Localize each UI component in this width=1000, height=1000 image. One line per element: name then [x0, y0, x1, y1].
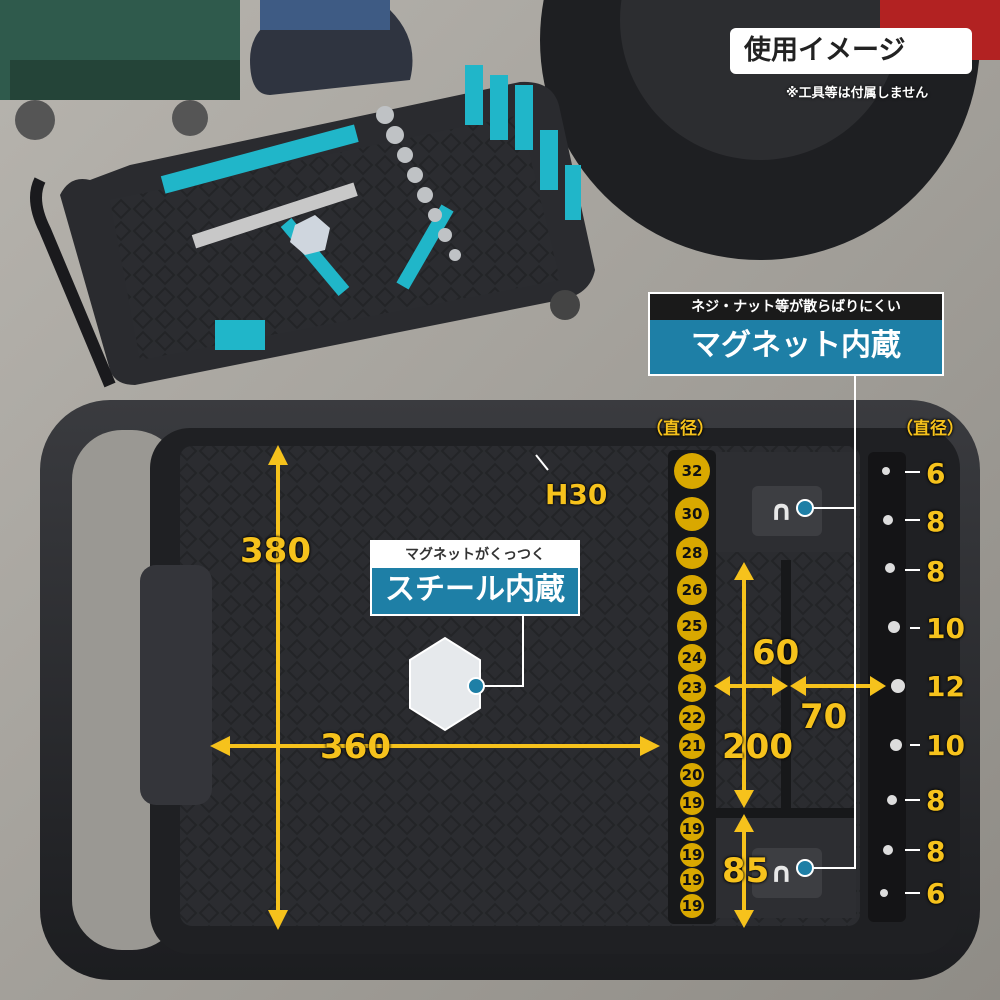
bit-hole-label: 10: [926, 612, 965, 645]
socket-hole-label: 19: [681, 846, 703, 864]
bit-hole-label: 8: [926, 555, 946, 588]
socket-hole-label: 22: [681, 709, 703, 727]
magnet-callout: ネジ・ナット等が散らばりにくい マグネット内蔵: [648, 292, 944, 376]
usage-photo-tray: [30, 65, 595, 388]
width-label: 360: [320, 727, 391, 767]
creeper-background: [0, 0, 240, 140]
usage-image-badge: 使用イメージ: [730, 28, 972, 74]
main-tray: [40, 400, 980, 980]
bit-hole-label: 8: [926, 784, 946, 817]
height-label: H30: [545, 478, 608, 511]
callout-lines: [478, 370, 920, 894]
socket-hole-label: 19: [681, 871, 703, 889]
depth-label: 380: [240, 531, 311, 571]
socket-hole-label: 21: [681, 737, 703, 755]
socket-hole-label: 26: [681, 581, 703, 599]
steel-callout-title: スチール内蔵: [385, 572, 565, 607]
socket-hole-label: 24: [681, 649, 703, 667]
small-length-label: 85: [722, 851, 770, 891]
bit-hole-label: 10: [926, 729, 965, 762]
magnet-icon: ∩: [770, 856, 793, 889]
socket-hole-label: 25: [681, 617, 703, 635]
bit-hole-label: 8: [926, 505, 946, 538]
bit-hole-label: 6: [926, 457, 946, 490]
usage-image-title: 使用イメージ: [744, 35, 906, 66]
bit-holes: [880, 467, 905, 897]
socket-hole-label: 19: [681, 794, 703, 812]
dimension-arrows: [210, 445, 886, 930]
socket-hole-label: 23: [681, 679, 703, 697]
steel-callout: マグネットがくっつく スチール内蔵: [370, 540, 580, 616]
magnet-callout-subtitle: ネジ・ナット等が散らばりにくい: [650, 294, 942, 320]
diameter-label-right: （直径）: [896, 419, 964, 439]
slot-length-label: 200: [722, 727, 793, 767]
socket-hole-label: 19: [681, 820, 703, 838]
bit-hole-label: 6: [926, 877, 946, 910]
socket-hole-label: 30: [681, 505, 703, 523]
steel-callout-subtitle: マグネットがくっつく: [372, 542, 578, 568]
bit-hole-label: 8: [926, 835, 946, 868]
socket-hole-label: 20: [681, 766, 703, 784]
magnet-callout-title: マグネット内蔵: [691, 328, 901, 363]
diameter-label-left: （直径）: [646, 419, 714, 439]
slot-width-b-label: 70: [800, 697, 848, 737]
worker-shoe: [250, 0, 413, 95]
socket-holes: [674, 453, 710, 918]
socket-hole-label: 19: [681, 897, 703, 915]
socket-hole-labels: 32 30 28 26 25 24 23 22 21 20 19 19 19 1…: [675, 0, 709, 1000]
socket-hole-label: 28: [681, 544, 703, 562]
magnet-icon: ∩: [770, 494, 793, 527]
tools-not-included-note: ※工具等は付属しません: [786, 86, 929, 101]
slot-width-a-label: 60: [752, 633, 800, 673]
socket-hole-label: 32: [681, 462, 703, 480]
bit-hole-label: 12: [926, 670, 965, 703]
